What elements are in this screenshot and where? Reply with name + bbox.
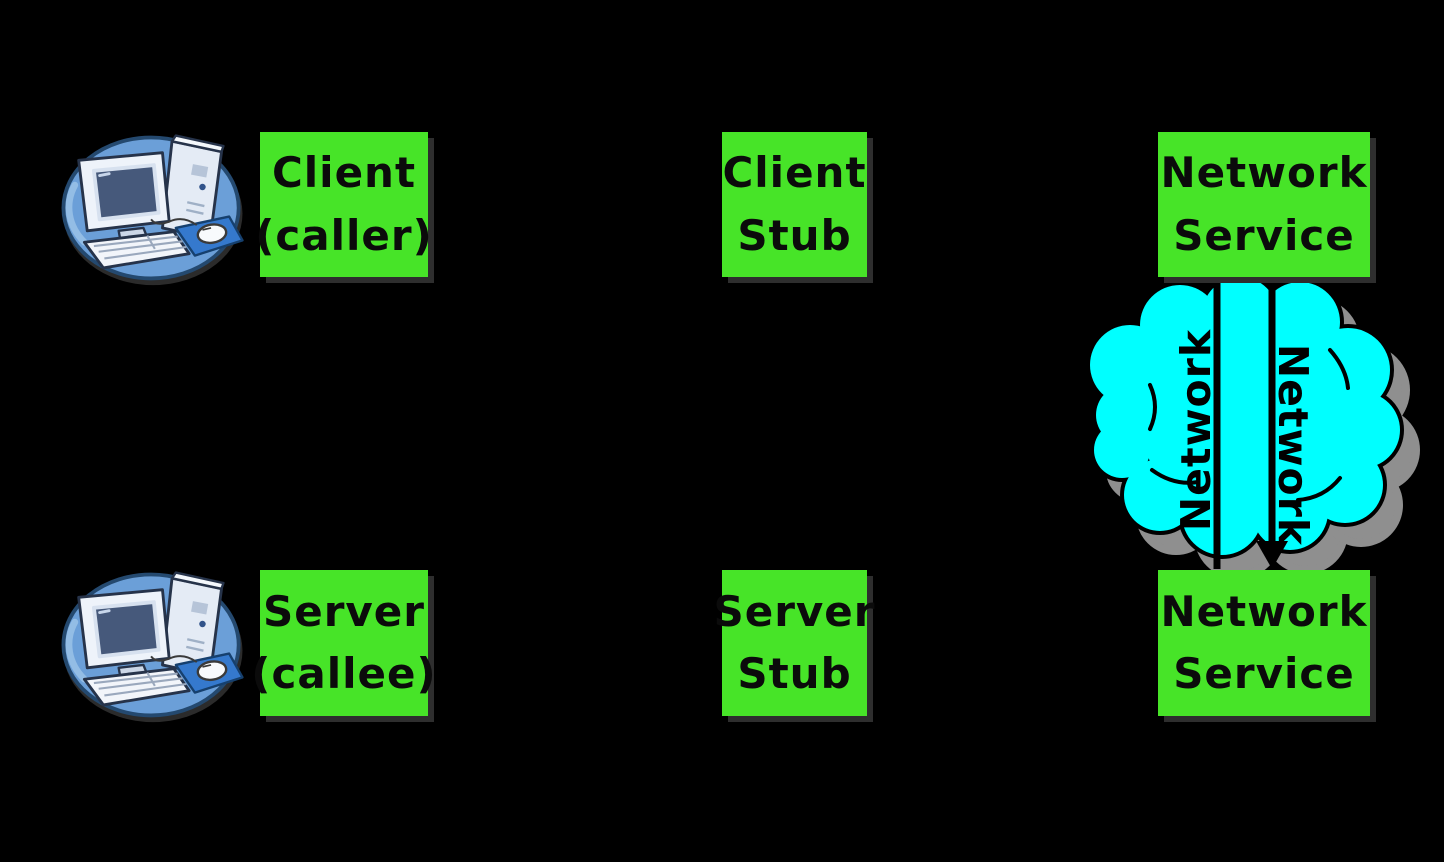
cloud-label-right: Network <box>1269 343 1317 547</box>
cloud-body <box>1090 277 1400 555</box>
node-label-line2: (caller) <box>255 210 433 260</box>
node-label-line2: Stub <box>737 210 852 260</box>
mouse <box>150 215 244 257</box>
node-network-service-bottom: Network Service <box>1158 570 1370 716</box>
node-server-callee: Server (callee) <box>251 570 436 716</box>
node-network-service-top: Network Service <box>1158 132 1370 277</box>
cloud-label-left: Network <box>1172 328 1220 532</box>
keyboard <box>82 667 191 707</box>
cloud-arrow-down-head <box>1256 541 1288 569</box>
node-client-stub: Client Stub <box>722 132 867 277</box>
node-label-line1: Server <box>262 586 426 636</box>
tower <box>161 571 225 677</box>
node-label-line1: Network <box>1160 586 1368 636</box>
server-computer-icon <box>61 571 244 723</box>
node-client-caller: Client (caller) <box>255 132 432 277</box>
monitor <box>77 151 171 243</box>
node-label-line2: Stub <box>737 649 852 698</box>
node-label-line1: Network <box>1160 148 1368 198</box>
node-server-stub: Server Stub <box>713 570 875 716</box>
node-label-line1: Client <box>271 148 417 198</box>
cloud-seams <box>1148 348 1350 502</box>
node-label-line2: Service <box>1173 210 1355 260</box>
node-label-line2: Service <box>1173 649 1355 698</box>
node-label-line1: Client <box>722 148 867 198</box>
node-label-line1: Server <box>713 586 876 636</box>
keyboard <box>82 230 191 270</box>
client-computer-icon <box>61 134 244 286</box>
mouse <box>150 652 244 694</box>
node-label-line2: (callee) <box>251 649 437 698</box>
